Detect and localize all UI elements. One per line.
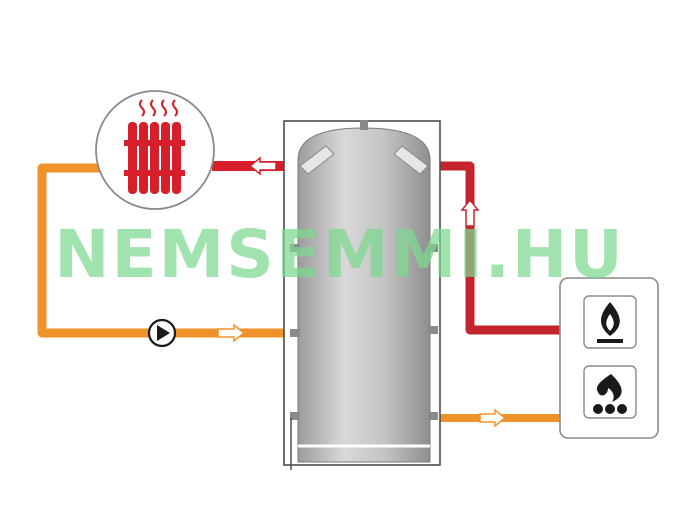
gas-flame-icon bbox=[597, 302, 623, 343]
flow-arrow-right-lower bbox=[479, 408, 507, 428]
flow-arrow-up bbox=[460, 198, 480, 227]
flow-arrow-left bbox=[248, 156, 277, 176]
heat-source-panel bbox=[559, 277, 659, 439]
solid-fuel-fire-icon bbox=[593, 374, 627, 414]
circulation-pump-icon bbox=[147, 318, 177, 348]
boiler-flow-pipe bbox=[432, 161, 560, 335]
heat-waves-icon bbox=[139, 99, 178, 117]
flow-arrow-right bbox=[217, 323, 246, 343]
radiator-icon bbox=[124, 122, 185, 194]
buffer-tank bbox=[283, 120, 441, 470]
radiator bbox=[95, 90, 215, 210]
